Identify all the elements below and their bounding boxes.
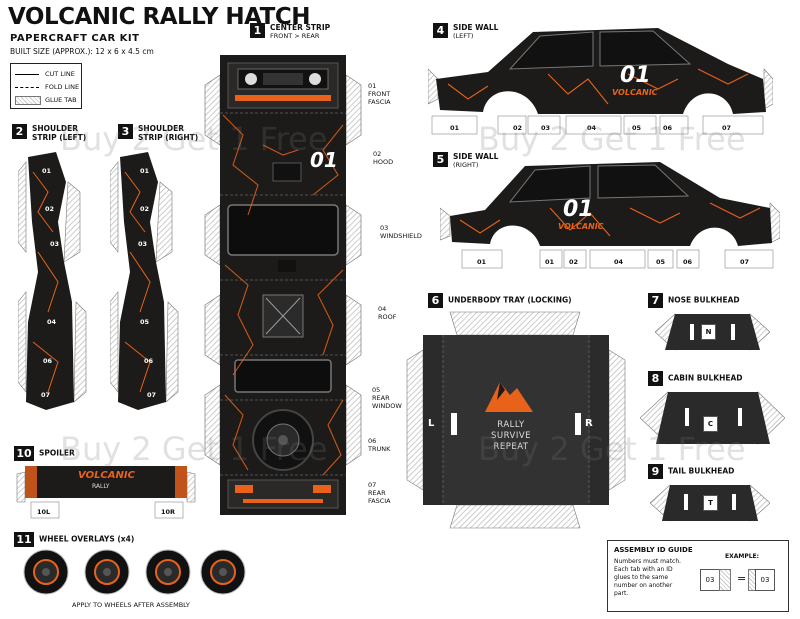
cabin-bulkhead-id: C xyxy=(703,416,718,432)
shoulder-right-id: 03 xyxy=(138,240,148,248)
wheel-icon xyxy=(200,549,246,595)
side-left-id: 07 xyxy=(722,124,732,132)
shoulder-left-id: 02 xyxy=(45,205,55,213)
side-right-id: 06 xyxy=(683,258,693,266)
line-legend: CUT LINE FOLD LINE GLUE TAB xyxy=(10,63,82,109)
spoiler xyxy=(16,466,196,519)
shoulder-strip-right xyxy=(110,152,179,410)
center-strip xyxy=(203,55,363,515)
wheel-icon xyxy=(23,549,69,595)
built-size: BUILT SIZE (APPROX.): 12 x 6 x 4.5 cm xyxy=(10,47,154,56)
shoulder-left-id: 01 xyxy=(42,167,52,175)
spoiler-brand-sub: RALLY xyxy=(92,483,110,490)
wheel-icon xyxy=(84,549,130,595)
side-left-id: 05 xyxy=(632,124,642,132)
shoulder-left-id: 04 xyxy=(47,318,57,326)
shoulder-right-id: 01 xyxy=(140,167,150,175)
hood-number: 01 xyxy=(310,148,338,172)
page-subtitle: PAPERCRAFT CAR KIT xyxy=(10,33,140,44)
center-strip-art xyxy=(204,55,362,515)
wheel-note: APPLY TO WHEELS AFTER ASSEMBLY xyxy=(72,601,190,609)
shoulder-right-id: 05 xyxy=(140,318,150,326)
shoulder-strip-left xyxy=(18,152,87,410)
spoiler-right-id: 10R xyxy=(161,508,176,516)
side-right-brand: VOLCANIC xyxy=(558,222,604,231)
side-right-id: 05 xyxy=(656,258,666,266)
side-wall-left xyxy=(428,28,773,135)
guide-example-eq: = xyxy=(737,572,747,585)
shoulder-left-id: 07 xyxy=(41,391,51,399)
wheel-overlays xyxy=(23,549,246,595)
side-right-id: 04 xyxy=(614,258,624,266)
side-right-number: 01 xyxy=(563,197,594,222)
side-left-id: 04 xyxy=(587,124,597,132)
legend-cut: CUT LINE xyxy=(15,68,77,80)
guide-example-b: 03 xyxy=(755,569,775,591)
underbody-tray xyxy=(406,311,626,529)
side-left-number: 01 xyxy=(620,63,651,88)
nose-bulkhead-id: N xyxy=(701,324,716,340)
side-right-id: 02 xyxy=(569,258,579,266)
side-left-id: 02 xyxy=(513,124,523,132)
side-wall-right xyxy=(440,162,780,269)
side-right-id: 01 xyxy=(545,258,555,266)
legend-glue: GLUE TAB xyxy=(15,94,77,106)
shoulder-right-id: 07 xyxy=(147,391,157,399)
side-left-id: 03 xyxy=(541,124,551,132)
spoiler-left-id: 10L xyxy=(37,508,51,516)
legend-fold: FOLD LINE xyxy=(15,81,79,93)
guide-title: ASSEMBLY ID GUIDE xyxy=(614,546,693,554)
guide-example-label: EXAMPLE: xyxy=(725,553,760,560)
tray-left-label: L xyxy=(428,418,435,429)
assembly-guide: ASSEMBLY ID GUIDE Numbers must match.Eac… xyxy=(607,540,789,612)
side-right-id: 07 xyxy=(740,258,750,266)
shoulder-right-id: 02 xyxy=(140,205,150,213)
side-left-brand: VOLCANIC xyxy=(612,88,658,97)
side-left-id: 06 xyxy=(663,124,673,132)
shoulder-left-id: 06 xyxy=(43,357,53,365)
shoulder-left-id: 03 xyxy=(50,240,60,248)
guide-example-a: 03 xyxy=(700,569,720,591)
wheel-icon xyxy=(145,549,191,595)
tail-bulkhead-id: T xyxy=(703,495,718,511)
side-left-id: 01 xyxy=(450,124,460,132)
shoulder-right-id: 06 xyxy=(144,357,154,365)
tray-right-label: R xyxy=(585,418,593,429)
spoiler-brand: VOLCANIC xyxy=(78,470,135,481)
guide-example-tab xyxy=(719,569,731,591)
side-right-id: 01 xyxy=(477,258,487,266)
